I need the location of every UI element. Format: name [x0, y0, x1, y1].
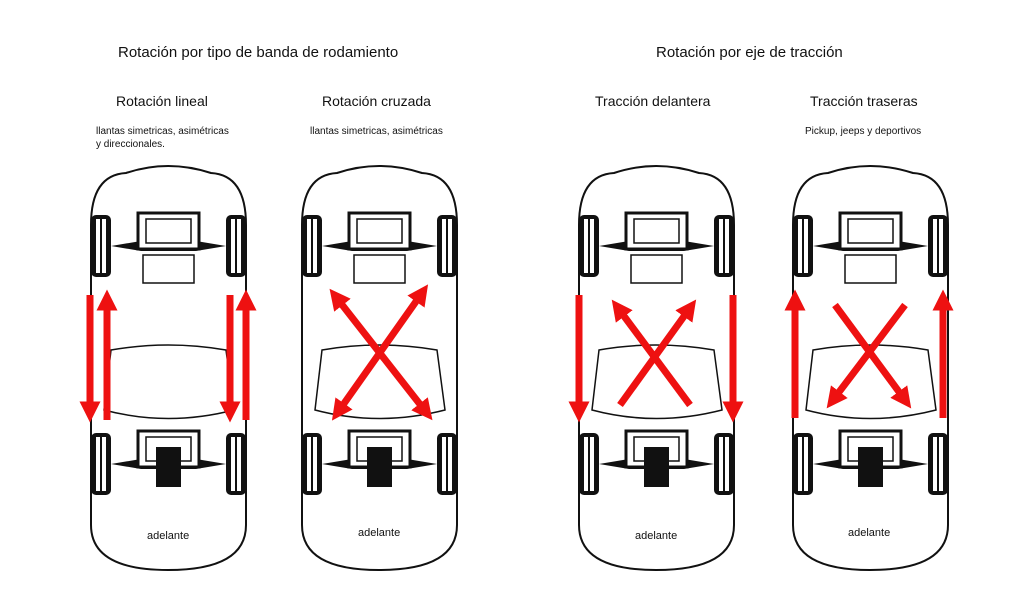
- front-label-fwd: adelante: [635, 530, 678, 542]
- car-title-cross: Rotación cruzada: [322, 93, 431, 109]
- front-label-linear: adelante: [147, 530, 190, 542]
- note-rwd: Pickup, jeeps y deportivos: [805, 126, 922, 137]
- section-title-tread: Rotación por tipo de banda de rodamiento: [118, 44, 399, 61]
- front-label-rwd: adelante: [848, 527, 891, 539]
- front-label-cross: adelante: [358, 527, 401, 539]
- car-title-fwd: Tracción delantera: [595, 93, 711, 109]
- rotation-arrows: [79, 284, 954, 423]
- note-cross: llantas simetricas, asimétricas: [310, 126, 443, 137]
- car-linear: [91, 166, 246, 570]
- car-rwd: [793, 166, 948, 570]
- note-linear-2: y direccionales.: [96, 139, 165, 150]
- note-linear-1: llantas simetricas, asimétricas: [96, 126, 229, 137]
- section-title-drive: Rotación por eje de tracción: [656, 44, 843, 61]
- car-cross: [302, 166, 457, 570]
- car-fwd: [579, 166, 734, 570]
- car-title-linear: Rotación lineal: [116, 93, 208, 109]
- car-title-rwd: Tracción traseras: [810, 93, 918, 109]
